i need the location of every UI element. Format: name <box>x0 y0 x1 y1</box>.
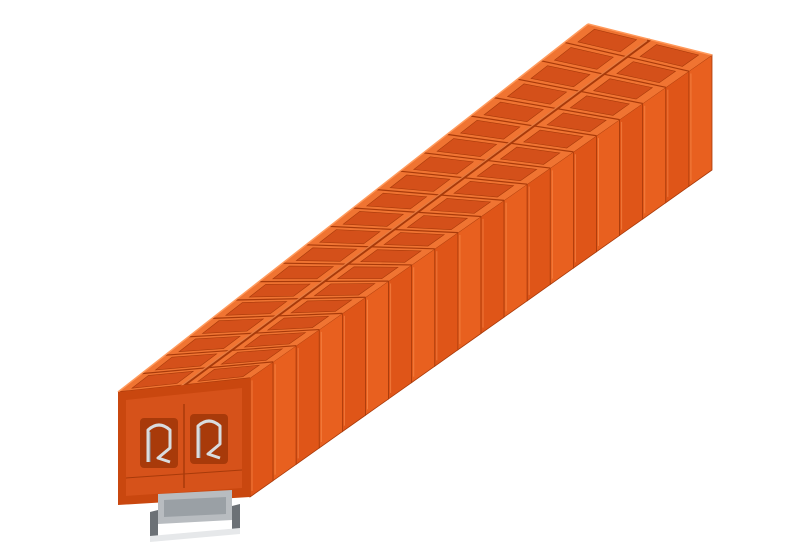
wire-entry-pocket <box>389 174 451 192</box>
wire-entry-pocket <box>569 95 630 116</box>
wire-entry-pocket <box>412 156 475 175</box>
module-side-plate <box>503 183 528 318</box>
module-side-plate <box>526 167 551 302</box>
wire-entry-pocket <box>577 28 638 53</box>
wire-entry-pocket <box>295 247 358 262</box>
wire-entry-pocket <box>429 198 492 214</box>
wire-entry-pocket <box>220 348 284 365</box>
wire-entry-pocket <box>639 44 700 67</box>
centre-channel <box>183 38 651 387</box>
wire-entry-pocket <box>248 283 311 298</box>
wire-entry-pocket <box>318 229 381 245</box>
wire-entry-pocket <box>201 318 265 334</box>
wire-entry-pocket <box>243 332 307 348</box>
module-side-plate <box>249 361 274 498</box>
module-side-plate <box>688 54 713 188</box>
wire-entry-pocket <box>483 101 544 122</box>
top-back-edge <box>587 23 713 56</box>
wire-entry-pocket <box>546 112 607 133</box>
module-side-plate <box>365 280 390 417</box>
module-side-plate <box>619 102 644 237</box>
wire-entry-pocket <box>459 119 521 140</box>
module-side-plate <box>549 151 574 286</box>
top-left-edge <box>117 23 589 393</box>
module-side-plate <box>665 70 690 204</box>
centre-channel-highlight <box>180 40 648 387</box>
module-side-plate <box>295 328 320 466</box>
module-side-plate <box>388 264 413 400</box>
wire-entry-pocket <box>592 78 654 100</box>
wire-entry-pocket <box>266 315 330 331</box>
wire-entry-pocket <box>342 211 405 227</box>
wire-entry-pocket <box>290 299 353 314</box>
din-rail-flange-right <box>232 504 240 532</box>
wire-entry-pocket <box>506 83 568 105</box>
module-side-plate <box>596 118 620 253</box>
din-rail-channel <box>164 497 226 517</box>
module-side-plate <box>573 134 597 269</box>
module-side-plate <box>434 231 459 367</box>
wire-entry-pocket <box>383 232 446 247</box>
wire-entry-pocket <box>616 61 677 84</box>
din-rail-lip <box>150 528 240 542</box>
wire-entry-pocket <box>313 283 376 297</box>
spring-clamp <box>146 423 172 464</box>
wire-entry-pocket <box>196 364 261 382</box>
module-side-plate <box>318 312 343 449</box>
wire-entry-pocket <box>154 353 218 371</box>
module-side-plate <box>411 248 436 384</box>
wire-entry-pocket <box>225 301 288 316</box>
wire-entry-pocket <box>131 370 195 389</box>
wire-entry-pocket <box>360 249 422 263</box>
wire-entry-pocket <box>178 336 241 353</box>
din-rail-flange-left <box>150 510 158 538</box>
wire-entry-pocket <box>476 163 538 182</box>
wire-entry-pocket <box>553 47 614 70</box>
wire-entry-pocket <box>436 138 498 157</box>
wire-entry-pocket <box>272 265 335 280</box>
module-side-plate <box>642 86 667 220</box>
wire-entry-pocket <box>406 215 469 231</box>
wire-entry-pocket <box>365 192 428 210</box>
module-side-plate <box>341 296 366 433</box>
wire-entry-pocket <box>336 266 399 280</box>
wire-entry-pocket <box>499 146 561 165</box>
module-side-plate <box>480 199 505 335</box>
wire-entry-pocket <box>530 65 591 88</box>
module-side-plate <box>457 215 482 351</box>
module-side-plate <box>272 344 297 482</box>
wire-entry-pocket <box>523 129 584 149</box>
spring-clamp <box>196 419 222 460</box>
wire-entry-pocket <box>453 180 515 198</box>
